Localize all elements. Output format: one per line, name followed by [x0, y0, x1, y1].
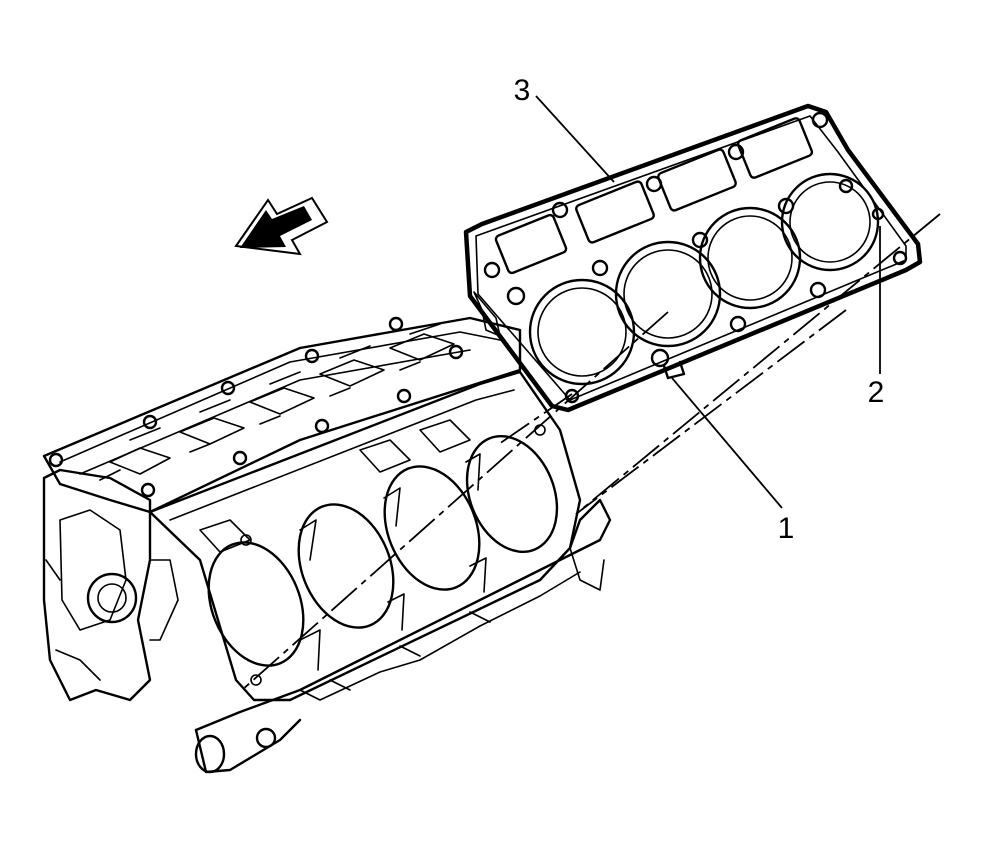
gasket-bolt-holes	[483, 111, 908, 404]
gasket-locating-tab	[662, 360, 686, 380]
callout-leaders	[535, 95, 881, 509]
gasket-water-passages	[494, 117, 814, 275]
front-direction-arrow	[234, 196, 329, 256]
gasket-cylinder-openings	[528, 172, 880, 386]
valve-train	[99, 323, 455, 481]
callout-1: 1	[778, 512, 795, 545]
cylinder-head-gasket	[463, 103, 923, 413]
callout-3: 3	[514, 74, 531, 107]
cylinder-bores	[207, 434, 559, 667]
callout-2: 2	[868, 376, 885, 409]
gasket-dowel-hole	[871, 207, 885, 221]
alignment-centerlines	[241, 213, 941, 691]
head-bolts	[48, 316, 464, 498]
engine-block	[42, 316, 612, 774]
